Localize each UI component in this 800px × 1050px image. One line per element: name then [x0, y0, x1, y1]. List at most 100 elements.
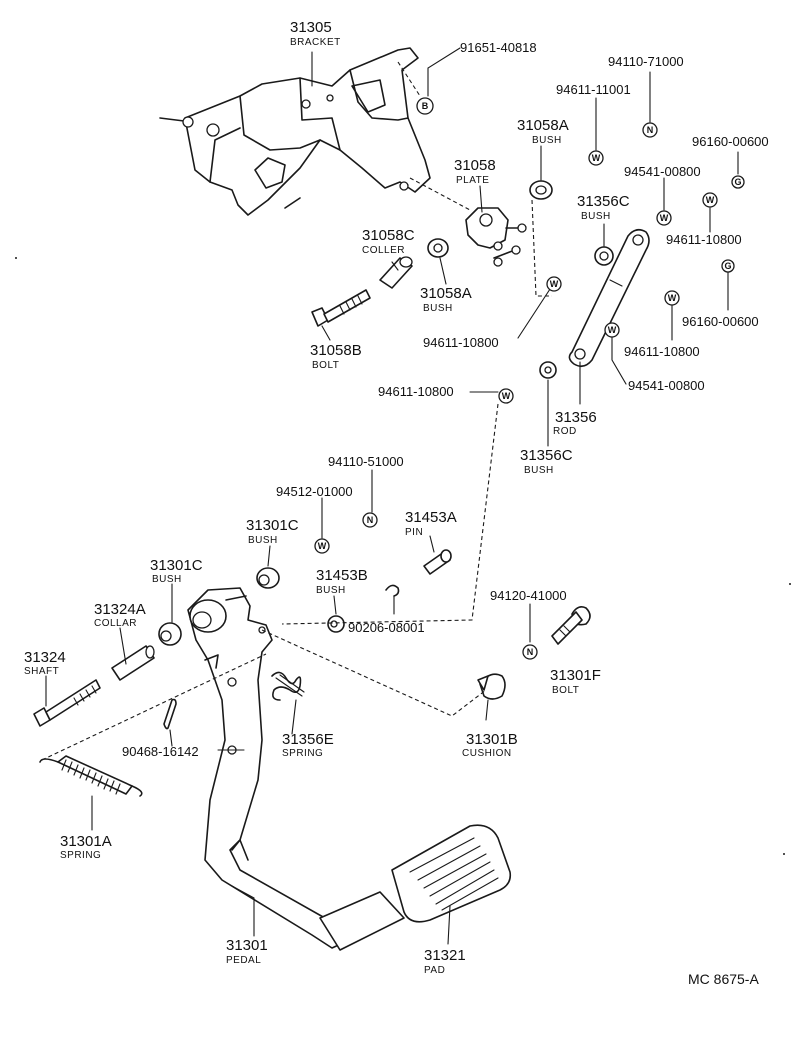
- label-96160-00600-low: 96160-00600: [682, 314, 759, 329]
- label-94611-10800-right: 94611-10800: [666, 232, 742, 247]
- svg-text:BUSH: BUSH: [532, 135, 562, 146]
- svg-text:31356C: 31356C: [520, 447, 573, 464]
- bush-31453b-drawing: [327, 615, 345, 633]
- bolt-31301f-drawing: [551, 606, 591, 645]
- label-94110-71000: 94110-71000: [608, 54, 684, 69]
- symbol-w-94611-right: W: [702, 192, 718, 208]
- svg-text:BUSH: BUSH: [524, 465, 554, 476]
- svg-text:31356: 31356: [555, 409, 597, 426]
- label-pin: 31453A PIN: [405, 509, 457, 538]
- bush-31301c-b-drawing: [158, 622, 182, 646]
- svg-text:31356C: 31356C: [577, 193, 630, 210]
- label-94611-10800-left: 94611-10800: [378, 384, 454, 399]
- svg-text:31324: 31324: [24, 649, 66, 666]
- label-94512-01000: 94512-01000: [276, 484, 353, 499]
- symbol-w-94541-low: W: [604, 322, 620, 338]
- svg-text:SHAFT: SHAFT: [24, 666, 59, 677]
- svg-text:BUSH: BUSH: [152, 574, 182, 585]
- spring-31301a-drawing: [39, 755, 143, 797]
- bush-31058a-top-drawing: [529, 180, 553, 200]
- label-90206-08001: 90206-08001: [348, 620, 425, 635]
- svg-text:31301C: 31301C: [246, 517, 299, 534]
- svg-text:W: W: [706, 195, 715, 205]
- label-coller: 31058C COLLER: [362, 227, 415, 256]
- svg-text:W: W: [550, 279, 559, 289]
- svg-text:PAD: PAD: [424, 965, 445, 976]
- label-90468-16142: 90468-16142: [122, 744, 199, 759]
- svg-text:SPRING: SPRING: [282, 748, 323, 759]
- label-bush-31356c-top: 31356C BUSH: [577, 193, 630, 222]
- symbol-w-94541-top: W: [656, 210, 672, 226]
- svg-text:SPRING: SPRING: [60, 850, 101, 861]
- symbol-n-94110-71000: N: [642, 122, 658, 138]
- spring-31356e-drawing: [271, 671, 305, 701]
- svg-text:31301: 31301: [226, 937, 268, 954]
- cotter-pin-drawing: [163, 698, 177, 730]
- label-94110-51000: 94110-51000: [328, 454, 404, 469]
- label-bush-31356c-low: 31356C BUSH: [520, 447, 573, 476]
- label-spring-31301a: 31301A SPRING: [60, 833, 112, 861]
- label-bolt-31301f: 31301F BOLT: [550, 667, 601, 696]
- svg-text:31321: 31321: [424, 947, 466, 964]
- svg-text:BUSH: BUSH: [248, 535, 278, 546]
- svg-text:G: G: [724, 261, 731, 271]
- pad-drawing: [391, 824, 512, 923]
- svg-text:31301C: 31301C: [150, 557, 203, 574]
- svg-text:N: N: [367, 515, 374, 525]
- svg-text:31058C: 31058C: [362, 227, 415, 244]
- svg-text:BUSH: BUSH: [316, 585, 346, 596]
- label-pedal: 31301 PEDAL: [226, 937, 268, 966]
- label-bolt-31058b: 31058B BOLT: [310, 342, 362, 371]
- svg-text:PIN: PIN: [405, 527, 423, 538]
- svg-text:W: W: [660, 213, 669, 223]
- symbol-b: B: [416, 97, 434, 115]
- bolt-31058b-drawing: [311, 289, 371, 327]
- svg-text:COLLER: COLLER: [362, 245, 405, 256]
- svg-text:BRACKET: BRACKET: [290, 37, 341, 48]
- label-bush-31058a-low: 31058A BUSH: [420, 285, 472, 314]
- label-94611-11001: 94611-11001: [556, 82, 631, 97]
- label-plate: 31058 PLATE: [454, 157, 496, 186]
- coller-drawing: [379, 256, 413, 289]
- label-94611-10800-rod: 94611-10800: [624, 344, 700, 359]
- svg-text:PEDAL: PEDAL: [226, 955, 261, 966]
- plate-drawing: [465, 207, 527, 267]
- svg-text:N: N: [527, 647, 534, 657]
- svg-text:B: B: [422, 101, 429, 111]
- label-collar: 31324A COLLAR: [94, 601, 146, 629]
- svg-text:31301F: 31301F: [550, 667, 601, 684]
- label-bush-31301c-b: 31301C BUSH: [150, 557, 203, 585]
- symbol-w-94611-left: W: [498, 388, 514, 404]
- svg-text:W: W: [608, 325, 617, 335]
- svg-text:31301A: 31301A: [60, 833, 112, 850]
- svg-text:PLATE: PLATE: [456, 175, 489, 186]
- svg-text:31305: 31305: [290, 19, 332, 36]
- svg-text:ROD: ROD: [553, 426, 577, 437]
- pin-drawing: [423, 549, 452, 575]
- clip-90206-drawing: [385, 584, 400, 597]
- label-bush-31453b: 31453B BUSH: [316, 567, 368, 596]
- svg-text:BUSH: BUSH: [423, 303, 453, 314]
- symbol-n-94120: N: [522, 644, 538, 660]
- symbol-w-94611-11001: W: [588, 150, 604, 166]
- leader-lines: [41, 47, 739, 945]
- svg-text:31058A: 31058A: [517, 117, 569, 134]
- symbol-g-96160-top: G: [731, 175, 745, 189]
- bush-31356c-top-drawing: [594, 246, 614, 266]
- symbol-g-96160-low: G: [721, 259, 735, 273]
- svg-text:31356E: 31356E: [282, 731, 334, 748]
- symbol-w-94611-mid: W: [546, 276, 562, 292]
- svg-text:W: W: [502, 391, 511, 401]
- svg-text:31301B: 31301B: [466, 731, 518, 748]
- label-91651-40818: 91651-40818: [460, 40, 537, 55]
- svg-text:31058B: 31058B: [310, 342, 362, 359]
- svg-text:31453A: 31453A: [405, 509, 457, 526]
- pedal-drawing: [187, 587, 405, 951]
- svg-text:W: W: [668, 293, 677, 303]
- label-rod: 31356 ROD: [553, 409, 597, 437]
- svg-text:CUSHION: CUSHION: [462, 748, 512, 759]
- label-94611-10800-mid: 94611-10800: [423, 335, 499, 350]
- svg-text:31058A: 31058A: [420, 285, 472, 302]
- bush-31301c-a-drawing: [256, 567, 280, 589]
